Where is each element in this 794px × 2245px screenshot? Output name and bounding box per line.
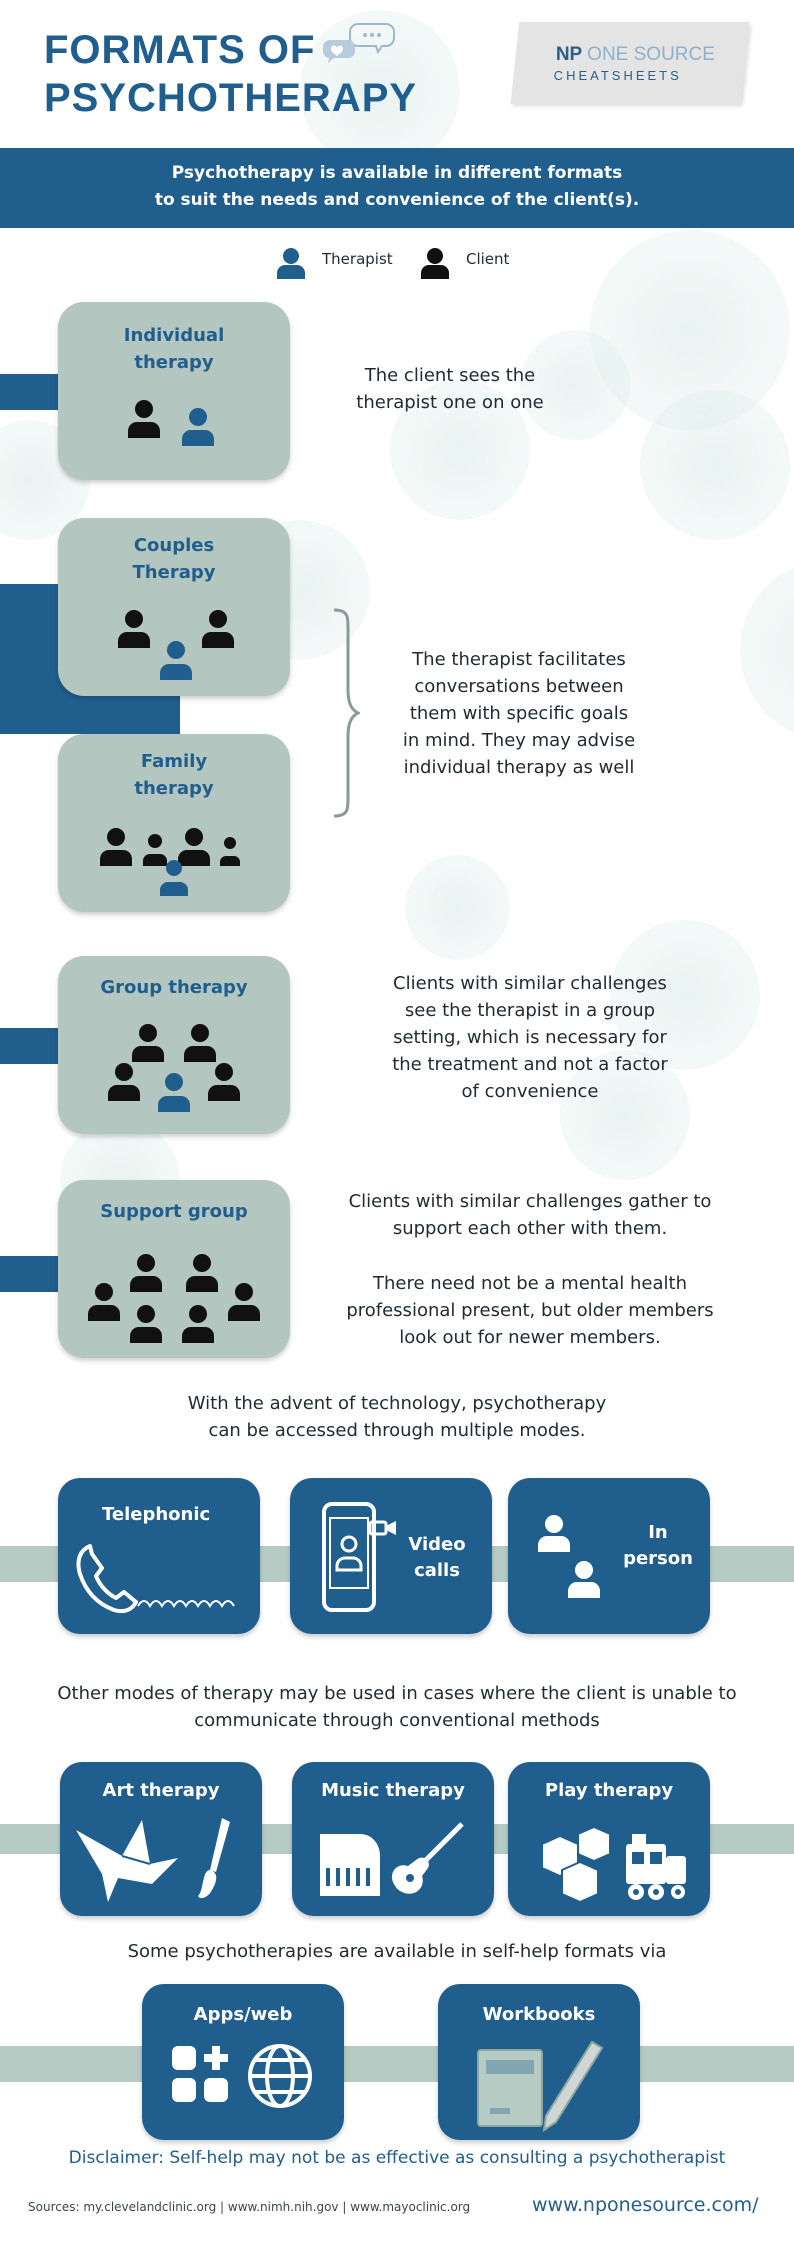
art-therapy-card: Art therapy bbox=[60, 1762, 262, 1916]
couples-therapy-card: Couples Therapy bbox=[58, 518, 290, 696]
title-line-2: PSYCHOTHERAPY bbox=[44, 76, 418, 120]
tech-intro-line-2: can be accessed through multiple modes. bbox=[208, 1420, 586, 1441]
page-title: FORMATS OF PSYCHOTHERAPY bbox=[44, 26, 417, 122]
video-label-line-2: calls bbox=[414, 1560, 460, 1581]
family-title: Family therapy bbox=[58, 748, 290, 802]
website-link[interactable]: www.nponesource.com/ bbox=[532, 2194, 759, 2216]
apps-web-card: Apps/web bbox=[142, 1984, 344, 2140]
brand-logo: NP ONE SOURCE CHEATSHEETS bbox=[510, 22, 750, 104]
legend-client-label: Client bbox=[466, 250, 510, 268]
support-title: Support group bbox=[100, 1201, 248, 1222]
logo-np: NP bbox=[555, 44, 582, 65]
group-desc-line-2: see the therapist in a group bbox=[404, 1000, 656, 1021]
individual-title-line-1: Individual bbox=[123, 325, 225, 346]
individual-therapy-card: Individual therapy bbox=[58, 302, 290, 480]
couples-family-description: The therapist facilitates conversations … bbox=[384, 646, 654, 781]
other-intro-line-2: communicate through conventional methods bbox=[194, 1710, 600, 1731]
group-desc-line-4: the treatment and not a factor bbox=[392, 1054, 668, 1075]
support-desc1-line-2: support each other with them. bbox=[392, 1218, 668, 1239]
cf-desc-line-5: individual therapy as well bbox=[403, 757, 635, 778]
in-person-label-line-1: In bbox=[648, 1522, 668, 1543]
family-people-icon bbox=[100, 828, 240, 896]
apps-web-label: Apps/web bbox=[193, 2004, 293, 2025]
couples-title-line-1: Couples bbox=[133, 535, 215, 556]
sources: Sources: my.clevelandclinic.org | www.ni… bbox=[28, 2200, 471, 2214]
banner-line-2: to suit the needs and convenience of the… bbox=[154, 190, 640, 210]
tech-intro-line-1: With the advent of technology, psychothe… bbox=[187, 1393, 607, 1414]
workbooks-card: Workbooks bbox=[438, 1984, 640, 2140]
individual-title: Individual therapy bbox=[58, 322, 290, 376]
support-desc2-line-2: professional present, but older members bbox=[346, 1300, 714, 1321]
group-desc-line-5: of convenience bbox=[461, 1081, 599, 1102]
brace-icon bbox=[333, 608, 360, 818]
family-title-line-2: therapy bbox=[134, 778, 214, 799]
intro-banner: Psychotherapy is available in different … bbox=[0, 148, 794, 228]
client-legend-icon bbox=[421, 248, 449, 279]
telephone-icon bbox=[76, 1544, 235, 1614]
support-people-icon bbox=[88, 1254, 260, 1343]
in-person-label: In person bbox=[620, 1520, 696, 1572]
individual-desc-line-2: therapist one on one bbox=[356, 392, 544, 413]
group-title: Group therapy bbox=[100, 977, 248, 998]
origami-brush-icon bbox=[76, 1818, 230, 1902]
family-therapy-card: Family therapy bbox=[58, 734, 290, 912]
cf-desc-line-3: them with specific goals bbox=[409, 703, 629, 724]
cf-desc-line-2: conversations between bbox=[414, 676, 624, 697]
music-therapy-card: Music therapy bbox=[292, 1762, 494, 1916]
individual-desc-line-1: The client sees the bbox=[364, 365, 536, 386]
group-desc-line-1: Clients with similar challenges bbox=[393, 973, 667, 994]
logo-one-source: ONE SOURCE bbox=[587, 44, 715, 65]
play-therapy-card: Play therapy bbox=[508, 1762, 710, 1916]
therapist-legend-icon bbox=[277, 248, 305, 279]
logo-sub: CHEATSHEETS bbox=[553, 68, 682, 83]
support-desc2-line-1: There need not be a mental health bbox=[373, 1273, 687, 1294]
support-group-card: Support group bbox=[58, 1180, 290, 1358]
individual-title-line-2: therapy bbox=[134, 352, 214, 373]
group-description: Clients with similar challenges see the … bbox=[360, 970, 700, 1105]
in-person-card: In person bbox=[508, 1478, 710, 1634]
cf-desc-line-4: in mind. They may advise bbox=[402, 730, 636, 751]
self-help-band bbox=[0, 2046, 794, 2082]
technology-intro: With the advent of technology, psychothe… bbox=[0, 1390, 794, 1444]
art-therapy-label: Art therapy bbox=[102, 1780, 220, 1801]
in-person-people-icon bbox=[538, 1515, 600, 1598]
group-people-icon bbox=[108, 1024, 240, 1112]
piano-guitar-icon bbox=[320, 1822, 464, 1896]
music-therapy-label: Music therapy bbox=[321, 1780, 465, 1801]
couples-title: Couples Therapy bbox=[58, 532, 290, 586]
telephonic-label: Telephonic bbox=[102, 1504, 211, 1525]
group-therapy-card: Group therapy bbox=[58, 956, 290, 1134]
support-description-2: There need not be a mental health profes… bbox=[320, 1270, 740, 1351]
apps-globe-icon bbox=[172, 2044, 312, 2108]
blocks-train-icon bbox=[541, 1825, 686, 1904]
couples-title-line-2: Therapy bbox=[132, 562, 216, 583]
cf-desc-line-1: The therapist facilitates bbox=[412, 649, 626, 670]
workbook-pencil-icon bbox=[477, 2040, 604, 2133]
video-calls-label: Video calls bbox=[402, 1532, 472, 1584]
support-desc2-line-3: look out for newer members. bbox=[399, 1327, 661, 1348]
video-phone-icon bbox=[322, 1502, 396, 1612]
individual-people-icon bbox=[128, 400, 214, 446]
video-label-line-1: Video bbox=[408, 1534, 466, 1555]
support-desc1-line-1: Clients with similar challenges gather t… bbox=[348, 1191, 712, 1212]
other-intro-line-1: Other modes of therapy may be used in ca… bbox=[57, 1683, 737, 1704]
self-help-intro: Some psychotherapies are available in se… bbox=[127, 1941, 667, 1962]
telephonic-card: Telephonic bbox=[58, 1478, 260, 1634]
family-title-line-1: Family bbox=[140, 751, 208, 772]
in-person-label-line-2: person bbox=[623, 1548, 693, 1569]
legend-therapist-label: Therapist bbox=[322, 250, 393, 268]
play-therapy-label: Play therapy bbox=[544, 1780, 674, 1801]
individual-description: The client sees the therapist one on one bbox=[320, 362, 580, 416]
group-desc-line-3: setting, which is necessary for bbox=[393, 1027, 667, 1048]
banner-line-1: Psychotherapy is available in different … bbox=[171, 163, 623, 183]
support-description-1: Clients with similar challenges gather t… bbox=[320, 1188, 740, 1242]
chat-bubbles-icon bbox=[322, 23, 395, 63]
other-modes-intro: Other modes of therapy may be used in ca… bbox=[0, 1680, 794, 1734]
workbooks-label: Workbooks bbox=[482, 2004, 596, 2025]
video-calls-card: Video calls bbox=[290, 1478, 492, 1634]
couples-people-icon bbox=[118, 610, 234, 680]
disclaimer: Disclaimer: Self-help may not be as effe… bbox=[68, 2148, 726, 2168]
title-line-1: FORMATS OF bbox=[44, 28, 316, 72]
